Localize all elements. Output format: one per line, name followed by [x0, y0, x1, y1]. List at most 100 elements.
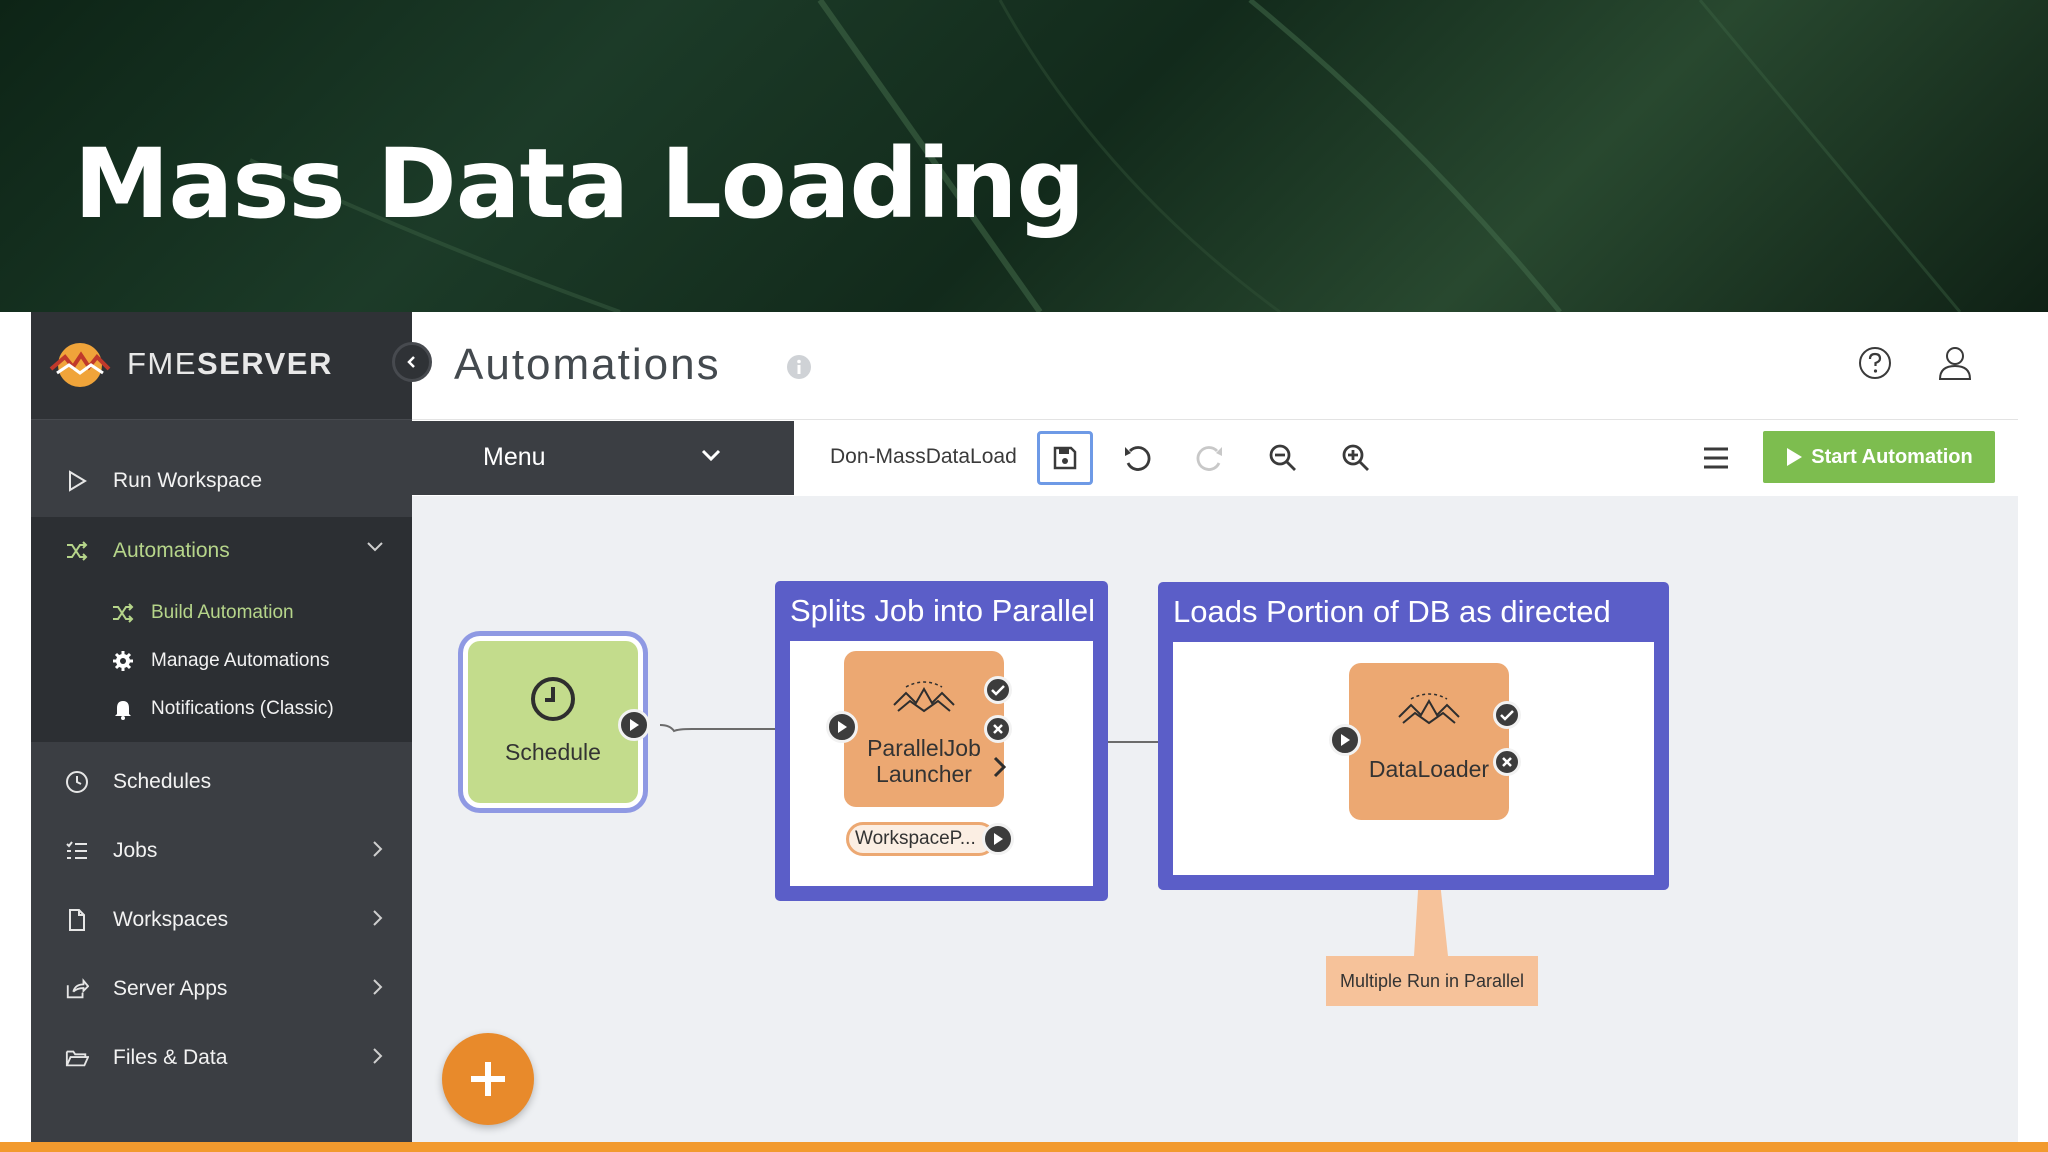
- schedule-label: Schedule: [505, 739, 601, 765]
- save-button[interactable]: [1037, 431, 1093, 485]
- play-icon: [1787, 448, 1803, 466]
- list-icon: [65, 839, 89, 863]
- chevron-down-icon: [701, 449, 721, 462]
- automation-canvas[interactable]: Schedule Splits Job into Parallel Parall…: [412, 496, 2018, 1142]
- toolbar: Don-MassDataLoad Start Automation: [794, 421, 2018, 495]
- submenu-item-label: Manage Automations: [151, 650, 330, 671]
- parallel-job-launcher-node[interactable]: ParallelJob Launcher: [844, 651, 1004, 807]
- menu-label: Menu: [483, 443, 546, 471]
- more-menu-button[interactable]: [1688, 431, 1744, 485]
- add-node-button[interactable]: [442, 1033, 534, 1125]
- connection-schedule-to-launcher: [659, 724, 837, 733]
- plus-icon: [471, 1062, 505, 1096]
- help-icon[interactable]: [1858, 346, 1892, 380]
- submenu-item-manage-automations[interactable]: Manage Automations: [111, 641, 330, 681]
- leaf-texture: [249, 0, 1962, 312]
- dataloader-failure-port[interactable]: [1493, 748, 1521, 776]
- play-icon: [630, 719, 639, 731]
- zoom-out-button[interactable]: [1255, 431, 1311, 485]
- page-title: Automations: [454, 340, 721, 389]
- workspace-parameter-pill[interactable]: WorkspaceP...: [846, 822, 996, 856]
- sidebar-item-server-apps[interactable]: Server Apps: [31, 955, 412, 1023]
- bell-icon: [111, 697, 135, 721]
- dataloader-label: DataLoader: [1368, 756, 1490, 782]
- chevron-left-icon: [407, 356, 415, 368]
- hamburger-icon: [1704, 447, 1728, 469]
- parallel-job-label-2: Launcher: [876, 761, 972, 787]
- bottom-accent-strip: [0, 1142, 2048, 1152]
- close-icon: [993, 724, 1003, 734]
- chevron-right-icon: [373, 910, 383, 926]
- submenu-item-label: Build Automation: [151, 602, 294, 623]
- annotation-callout[interactable]: Multiple Run in Parallel: [1326, 956, 1538, 1006]
- sidebar-item-label: Server Apps: [113, 977, 228, 1000]
- submenu-item-label: Notifications (Classic): [151, 698, 334, 719]
- clock-icon: [65, 770, 89, 794]
- brand-name: FMESERVER: [127, 346, 333, 382]
- sidebar-item-label: Schedules: [113, 770, 212, 793]
- group-title: Loads Portion of DB as directed: [1173, 594, 1611, 629]
- schedule-output-port[interactable]: [618, 709, 650, 741]
- dataloader-node[interactable]: DataLoader: [1349, 663, 1509, 820]
- start-automation-label: Start Automation: [1811, 445, 1973, 468]
- slide-title: Mass Data Loading: [74, 128, 1085, 240]
- shuffle-icon: [111, 601, 135, 625]
- submenu-item-notifications[interactable]: Notifications (Classic): [111, 689, 334, 729]
- submenu-item-build-automation[interactable]: Build Automation: [111, 593, 294, 633]
- fme-mark-icon: [893, 681, 955, 713]
- user-profile-icon[interactable]: [1936, 344, 1974, 382]
- group-title: Splits Job into Parallel: [790, 593, 1095, 628]
- close-icon: [1502, 757, 1512, 767]
- brand-light: FME: [127, 346, 197, 381]
- sidebar-item-label: Run Workspace: [113, 469, 263, 492]
- zoom-in-button[interactable]: [1328, 431, 1384, 485]
- redo-icon: [1196, 446, 1222, 471]
- undo-button[interactable]: [1109, 431, 1165, 485]
- launcher-input-port[interactable]: [826, 711, 858, 743]
- sidebar-item-schedules[interactable]: Schedules: [31, 748, 412, 816]
- launcher-success-port[interactable]: [984, 676, 1012, 704]
- zoom-out-icon: [1269, 444, 1296, 471]
- dataloader-success-port[interactable]: [1493, 701, 1521, 729]
- play-icon: [994, 833, 1003, 845]
- dataloader-input-port[interactable]: [1329, 724, 1361, 756]
- chevron-right-icon: [373, 1048, 383, 1064]
- sidebar-item-jobs[interactable]: Jobs: [31, 817, 412, 885]
- schedule-trigger-node[interactable]: Schedule: [468, 641, 638, 803]
- chevron-right-icon: [373, 979, 383, 995]
- sidebar-item-label: Workspaces: [113, 908, 229, 931]
- sidebar-header: FMESERVER: [31, 312, 432, 420]
- slide-banner: Mass Data Loading: [0, 0, 2048, 312]
- clock-icon: [531, 677, 575, 721]
- share-icon: [65, 977, 89, 1001]
- menu-dropdown[interactable]: Menu: [412, 421, 794, 495]
- save-icon: [1053, 446, 1077, 470]
- sidebar-item-automations[interactable]: Automations: [31, 517, 412, 585]
- main-header: Automations: [412, 312, 2018, 420]
- zoom-in-icon: [1342, 444, 1369, 471]
- fme-logo: [49, 343, 111, 387]
- workspace-name: Don-MassDataLoad: [830, 445, 1017, 468]
- play-icon: [1341, 734, 1350, 746]
- chevron-down-icon: [367, 542, 383, 552]
- file-icon: [65, 908, 89, 932]
- chevron-right-icon: [373, 841, 383, 857]
- info-icon[interactable]: [786, 354, 812, 380]
- workspace-parameter-port[interactable]: [982, 823, 1014, 855]
- redo-button[interactable]: [1182, 431, 1238, 485]
- parallel-job-label-1: ParallelJob: [867, 735, 981, 761]
- play-icon: [838, 721, 847, 733]
- sidebar-item-label: Jobs: [113, 839, 158, 862]
- sidebar-item-files-data[interactable]: Files & Data: [31, 1024, 412, 1092]
- brand-bold: SERVER: [196, 346, 333, 381]
- sidebar-item-label: Automations: [113, 539, 230, 562]
- start-automation-button[interactable]: Start Automation: [1763, 431, 1995, 483]
- sidebar-item-workspaces[interactable]: Workspaces: [31, 886, 412, 954]
- undo-icon: [1125, 446, 1151, 471]
- sidebar-item-run-workspace[interactable]: Run Workspace: [31, 447, 412, 515]
- chevron-right-icon[interactable]: [992, 756, 1008, 778]
- folder-icon: [65, 1046, 89, 1070]
- launcher-failure-port[interactable]: [984, 715, 1012, 743]
- collapse-sidebar-button[interactable]: [392, 342, 432, 382]
- check-icon: [991, 685, 1005, 696]
